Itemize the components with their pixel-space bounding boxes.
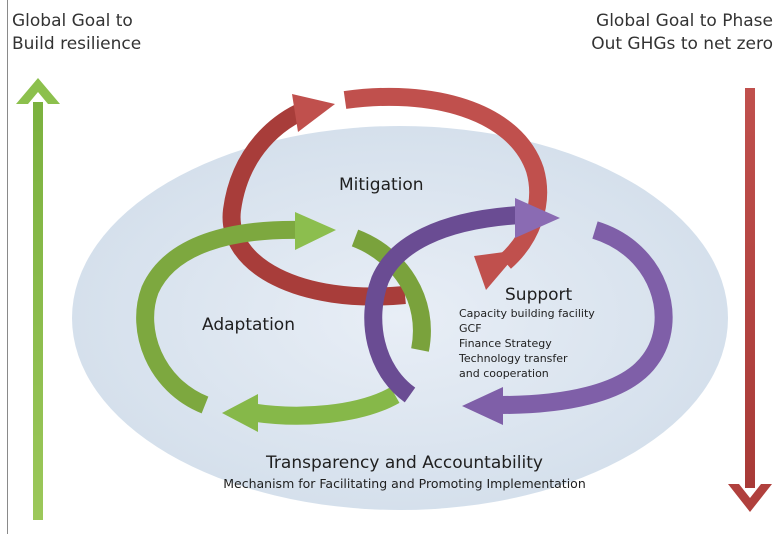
goal-resilience-line1: Global Goal to (12, 11, 133, 31)
frame-border (7, 0, 8, 534)
green-up-arrow (16, 78, 60, 520)
support-items-list: Capacity building facility GCF Finance S… (459, 306, 595, 381)
support-item: GCF (459, 322, 482, 335)
adaptation-label: Adaptation (202, 315, 295, 335)
support-item: Finance Strategy (459, 337, 552, 350)
support-item: and cooperation (459, 367, 549, 380)
red-down-arrow (728, 88, 772, 512)
goal-net-zero-line1: Global Goal to Phase (596, 11, 773, 31)
support-item: Capacity building facility (459, 307, 595, 320)
goal-resilience-title: Global Goal to Build resilience (12, 10, 232, 56)
mitigation-label: Mitigation (339, 175, 424, 195)
support-label: Support (505, 285, 573, 305)
goal-net-zero-line2: Out GHGs to net zero (591, 34, 773, 54)
mechanism-subtitle: Mechanism for Facilitating and Promoting… (223, 476, 586, 491)
goal-resilience-line2: Build resilience (12, 34, 142, 54)
transparency-title: Transparency and Accountability (266, 453, 543, 473)
support-item: Technology transfer (459, 352, 568, 365)
goal-net-zero-title: Global Goal to Phase Out GHGs to net zer… (513, 10, 773, 56)
support-cycle (364, 198, 673, 425)
adaptation-cycle (136, 212, 431, 432)
